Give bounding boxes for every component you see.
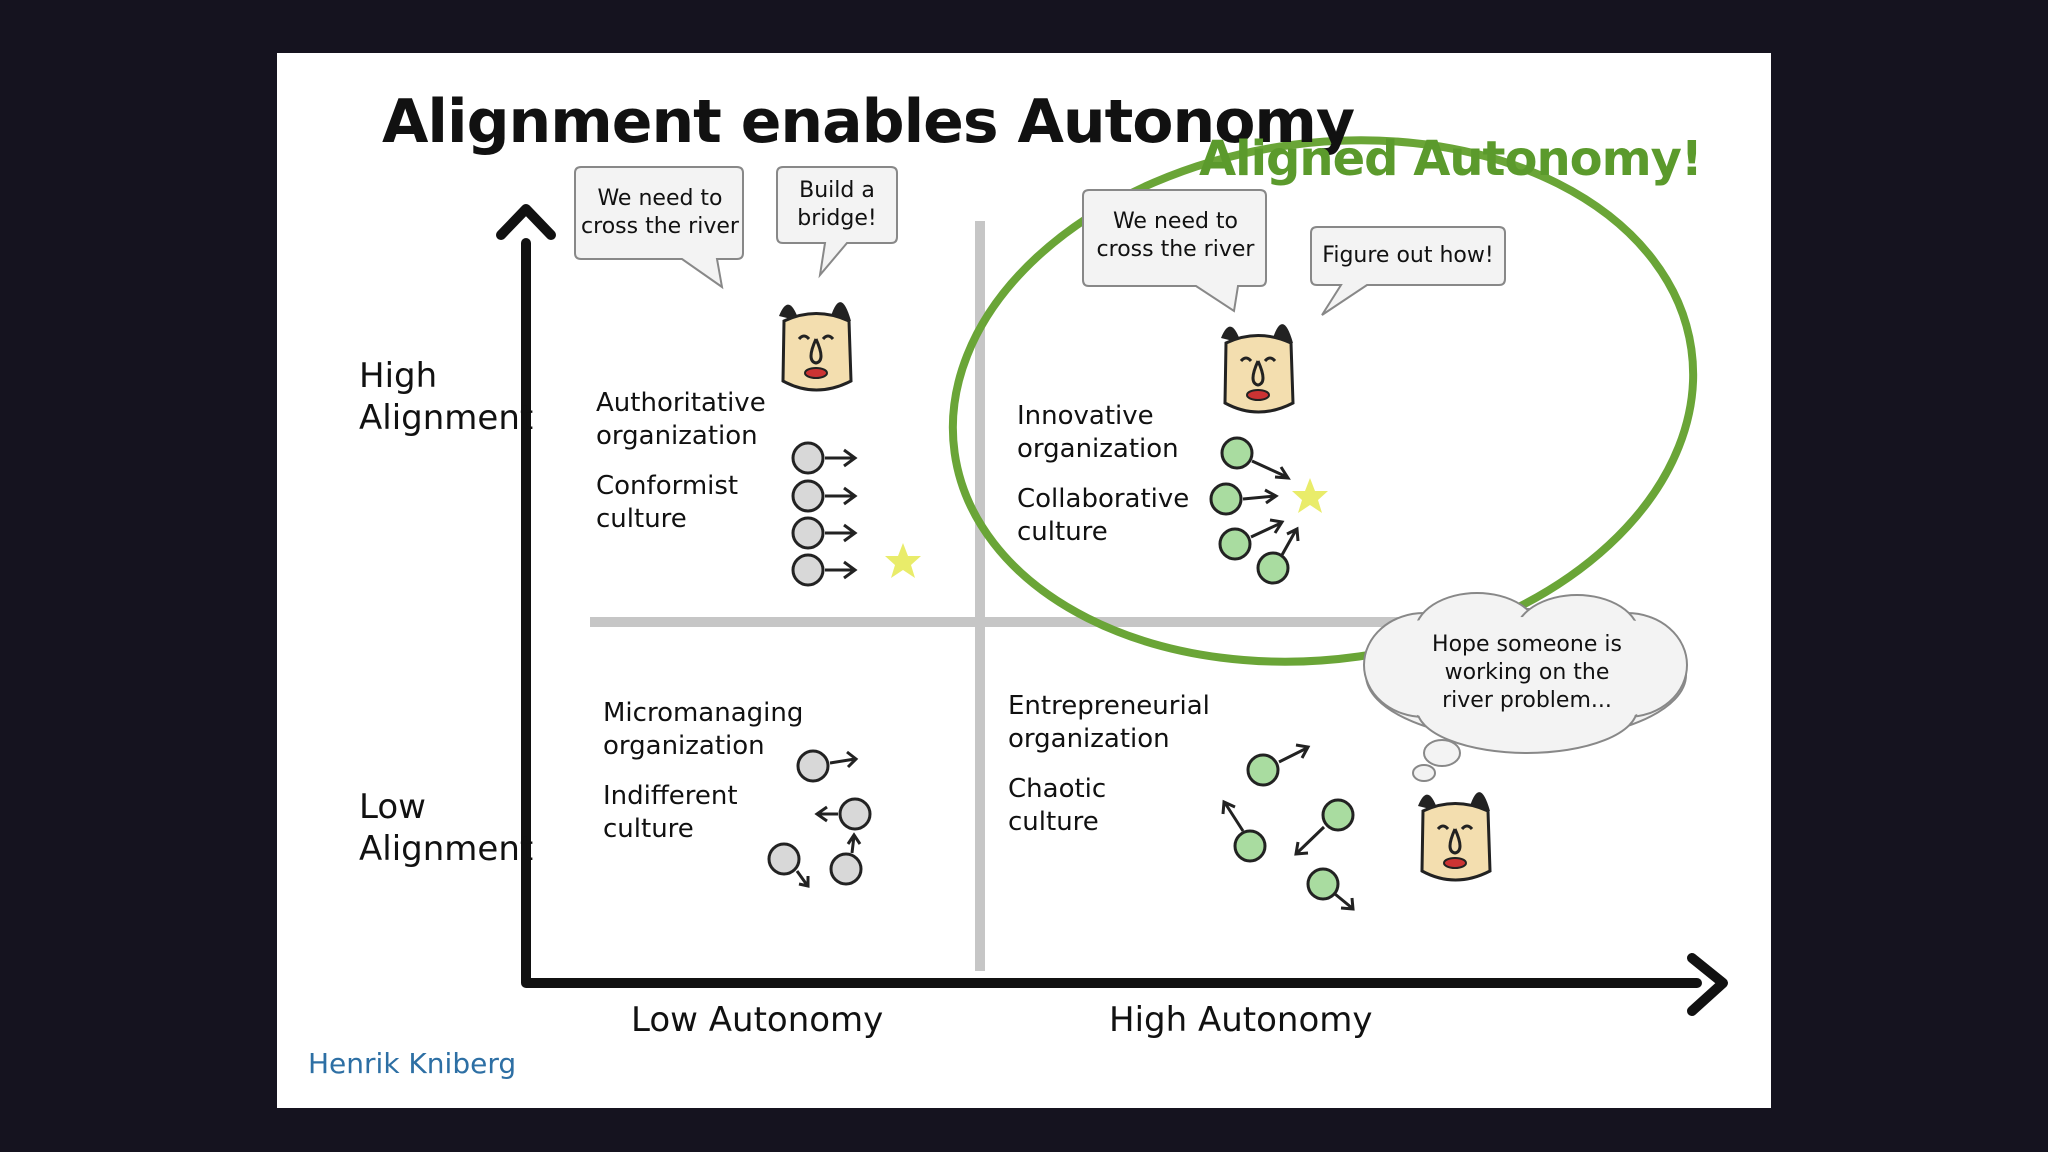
bubble-tl-left-line-1: We need to [597, 186, 723, 211]
bl-culture-line-2: culture [603, 814, 694, 844]
tr-org-line-2: organization [1017, 434, 1179, 464]
tl-org-line-2: organization [596, 421, 758, 451]
x-arrow-head [1687, 953, 1728, 1016]
bubble-text-tr-left: We need to cross the river [1085, 208, 1266, 264]
y-low-label: Low Alignment [359, 786, 533, 870]
tl-org-line-1: Authoritative [596, 388, 766, 418]
author-credit: Henrik Kniberg [308, 1047, 517, 1080]
target-star-tl [885, 543, 921, 578]
y-high-label: High Alignment [359, 355, 533, 439]
y-arrow-head [496, 204, 556, 240]
quadrant-top-right: Innovative organization Collaborative cu… [1017, 400, 1189, 549]
x-high-label: High Autonomy [1109, 1000, 1373, 1040]
bubble-text-tl-right: Build a bridge! [777, 177, 897, 233]
team-icons-conformist [791, 441, 858, 587]
br-culture-line-1: Chaotic [1008, 774, 1107, 804]
br-org-line-2: organization [1008, 724, 1170, 754]
bubble-text-tl-left: We need to cross the river [577, 185, 743, 241]
bubble-tl-right-line-1: Build a [799, 178, 875, 203]
bubble-tl-left-line-2: cross the river [581, 214, 739, 239]
aligned-autonomy-label: Aligned Autonomy! [1199, 131, 1703, 187]
br-culture-line-2: culture [1008, 807, 1099, 837]
thought-line-1: Hope someone is [1432, 632, 1622, 657]
thought-line-2: working on the [1444, 660, 1610, 685]
thought-text: Hope someone is working on the river pro… [1397, 631, 1657, 715]
bl-org-line-2: organization [603, 731, 765, 761]
leader-face-tr [1221, 324, 1295, 414]
team-icons-collaborative [1209, 436, 1300, 585]
diagram-title: Alignment enables Autonomy [382, 87, 1355, 157]
slide: Alignment enables Autonomy Aligned Auton… [277, 53, 1771, 1108]
speech-bubble-tr-right [1310, 226, 1506, 316]
leader-face-br [1418, 792, 1492, 882]
tl-culture-line-2: culture [596, 504, 687, 534]
bubble-tl-right-line-2: bridge! [797, 206, 877, 231]
leader-face-tl [779, 302, 853, 392]
tr-org-line-1: Innovative [1017, 401, 1154, 431]
thought-line-3: river problem... [1442, 688, 1612, 713]
team-icons-chaotic [1221, 743, 1355, 911]
y-high-line-1: High [359, 356, 438, 396]
axes [521, 238, 1702, 988]
y-low-line-1: Low [359, 787, 426, 827]
quadrant-top-left: Authoritative organization Conformist cu… [596, 387, 766, 536]
tr-culture-line-1: Collaborative [1017, 484, 1190, 514]
tr-culture-line-2: culture [1017, 517, 1108, 547]
y-high-line-2: Alignment [359, 398, 534, 438]
speech-bubble-tl-left [574, 166, 744, 290]
quadrant-bottom-right: Entrepreneurial organization Chaotic cul… [1008, 690, 1210, 839]
bl-culture-line-1: Indifferent [603, 781, 738, 811]
target-star-tr [1292, 478, 1328, 513]
bl-org-line-1: Micromanaging [603, 698, 804, 728]
speech-bubble-tl-right [776, 166, 898, 279]
y-low-line-2: Alignment [359, 829, 534, 869]
bubble-tr-left-line-2: cross the river [1096, 237, 1255, 262]
x-low-label: Low Autonomy [631, 1000, 884, 1040]
diagram-drawing [496, 136, 1728, 1016]
bubble-text-tr-right: Figure out how! [1322, 243, 1494, 268]
speech-bubble-tr-left [1082, 189, 1267, 313]
quadrant-bottom-left: Micromanaging organization Indifferent c… [603, 697, 803, 846]
br-org-line-1: Entrepreneurial [1008, 691, 1210, 721]
team-icons-indifferent [767, 749, 872, 888]
bubble-tr-left-line-1: We need to [1112, 209, 1239, 234]
tl-culture-line-1: Conformist [596, 471, 739, 501]
aligned-autonomy-ellipse [948, 136, 1698, 666]
